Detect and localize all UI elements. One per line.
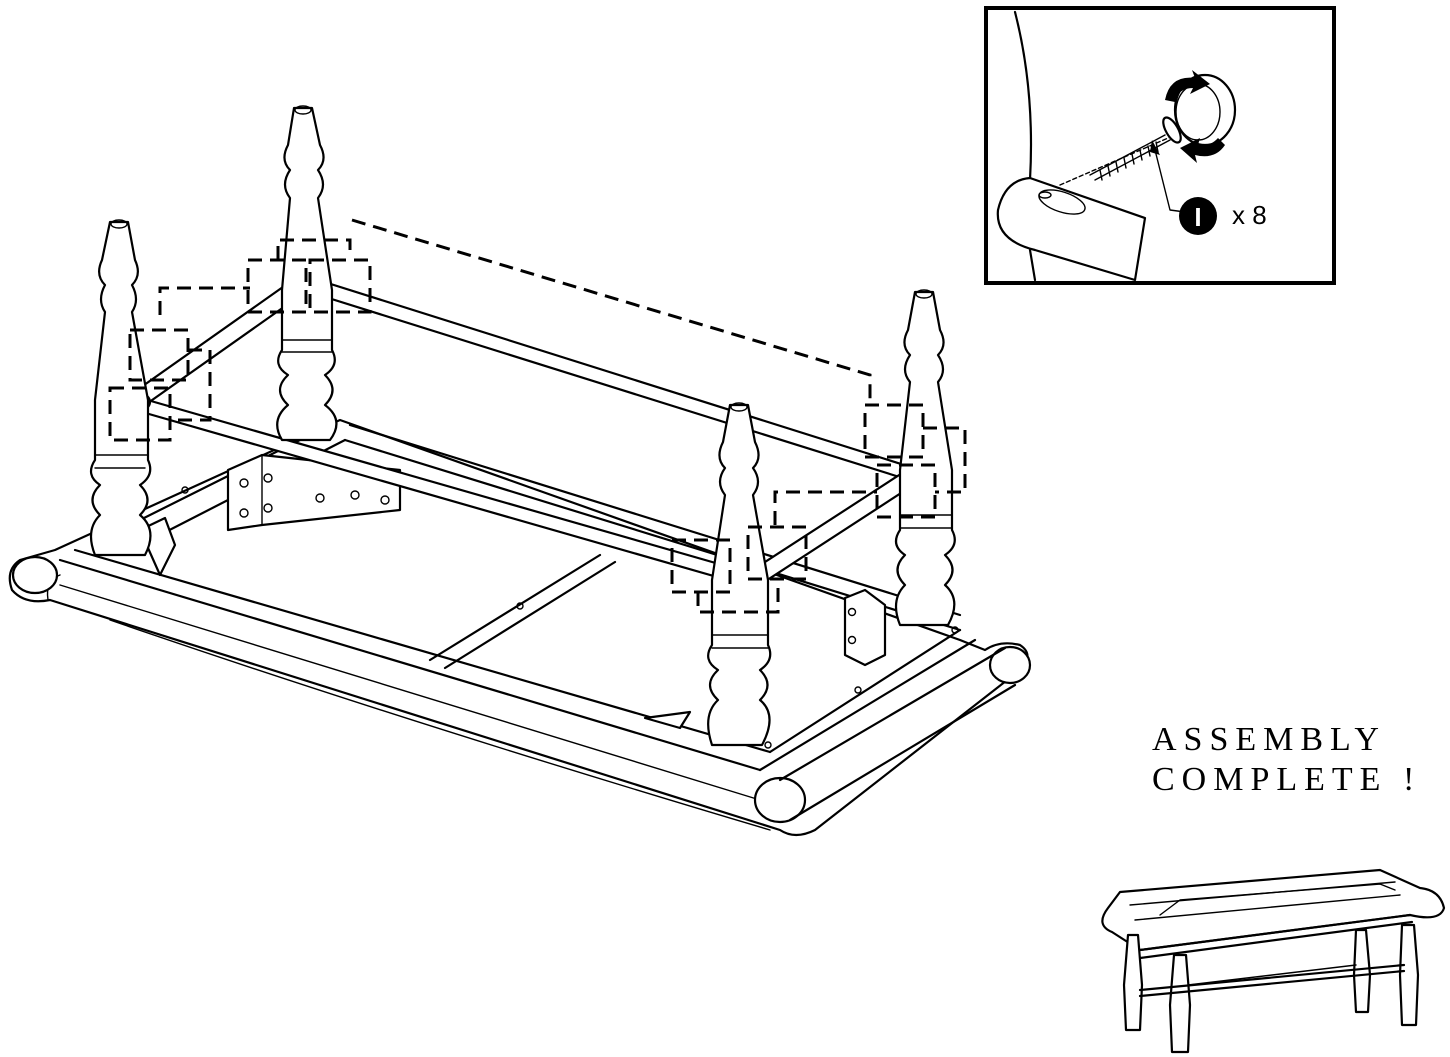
leg-front-right — [894, 289, 956, 627]
completed-bench-illustration — [1101, 868, 1446, 1054]
fastener-location-highlights — [108, 218, 967, 614]
completion-line-1: ASSEMBLY — [1152, 721, 1386, 758]
part-badge: I — [1179, 197, 1217, 235]
completion-message: ASSEMBLY COMPLETE ! — [1152, 720, 1421, 800]
part-label: I — [1194, 202, 1201, 232]
leg-front-left — [707, 402, 772, 747]
quantity-label: x 8 — [1232, 200, 1267, 230]
screw-detail-callout: I — [984, 6, 1336, 285]
screw-icon — [1089, 116, 1182, 181]
inverted-bench — [8, 105, 1032, 837]
completion-line-2: COMPLETE ! — [1152, 761, 1422, 798]
rotate-arrow-icon — [1165, 70, 1225, 163]
